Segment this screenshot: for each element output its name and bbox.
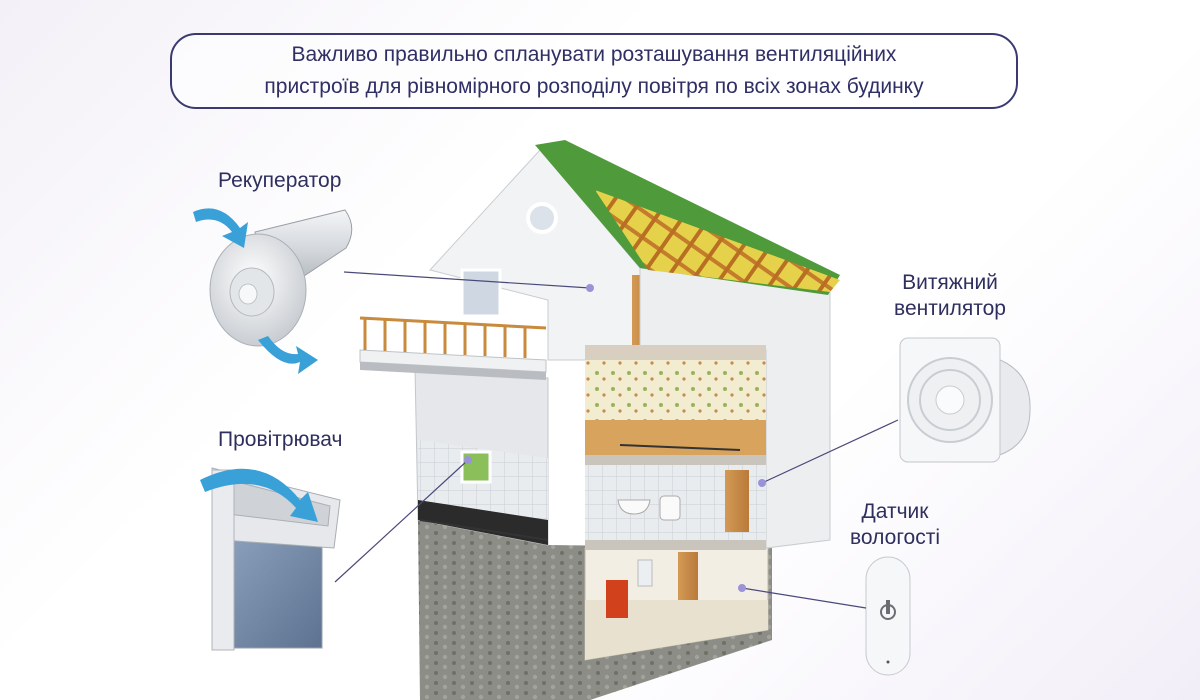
recuperator-label: Рекуператор bbox=[218, 169, 342, 192]
callout-lines bbox=[334, 271, 899, 609]
banner-line-1: Важливо правильно спланувати розташуванн… bbox=[291, 43, 897, 66]
exhaust-fan-location-dot bbox=[758, 479, 766, 487]
exhaust-fan-label: Витяжний вентилятор bbox=[880, 270, 1020, 322]
exhaust-fan-label-line-1: Витяжний bbox=[902, 271, 998, 294]
ventilator-airflow-arrow-icon bbox=[200, 468, 318, 522]
info-banner: Важливо правильно спланувати розташуванн… bbox=[170, 33, 1018, 109]
boiler bbox=[606, 580, 628, 618]
exhaust-fan-device bbox=[899, 337, 1031, 463]
banner-text: Важливо правильно спланувати розташуванн… bbox=[264, 39, 923, 103]
ventilator-location-dot bbox=[464, 456, 472, 464]
foundation-left bbox=[418, 520, 548, 700]
callout-dots bbox=[464, 284, 766, 592]
humidity-sensor-label-line-1: Датчик bbox=[861, 500, 929, 523]
balcony-railing bbox=[359, 316, 547, 358]
house bbox=[359, 140, 840, 700]
exhaust-fan-label-line-2: вентилятор bbox=[894, 297, 1006, 320]
banner-line-2: пристроїв для рівномірного розподілу пов… bbox=[264, 75, 924, 98]
exhaust-fan-callout-line bbox=[761, 419, 899, 484]
airflow-out-arrow-icon bbox=[258, 336, 318, 374]
recuperator-location-dot bbox=[586, 284, 594, 292]
humidity-sensor-device bbox=[865, 556, 911, 676]
recuperator-callout-line bbox=[343, 271, 591, 289]
humidity-sensor-location-dot bbox=[738, 584, 746, 592]
humidity-sensor-callout-line bbox=[741, 587, 867, 609]
humidity-sensor-label: Датчик вологості bbox=[830, 499, 960, 551]
ventilator-callout-line bbox=[334, 459, 469, 583]
ventilator-device bbox=[200, 467, 341, 651]
airflow-in-arrow-icon bbox=[193, 208, 248, 248]
humidity-sensor-label-line-2: вологості bbox=[850, 526, 940, 549]
ventilator-label: Провітрювач bbox=[218, 428, 343, 451]
recuperator-device bbox=[193, 208, 353, 374]
